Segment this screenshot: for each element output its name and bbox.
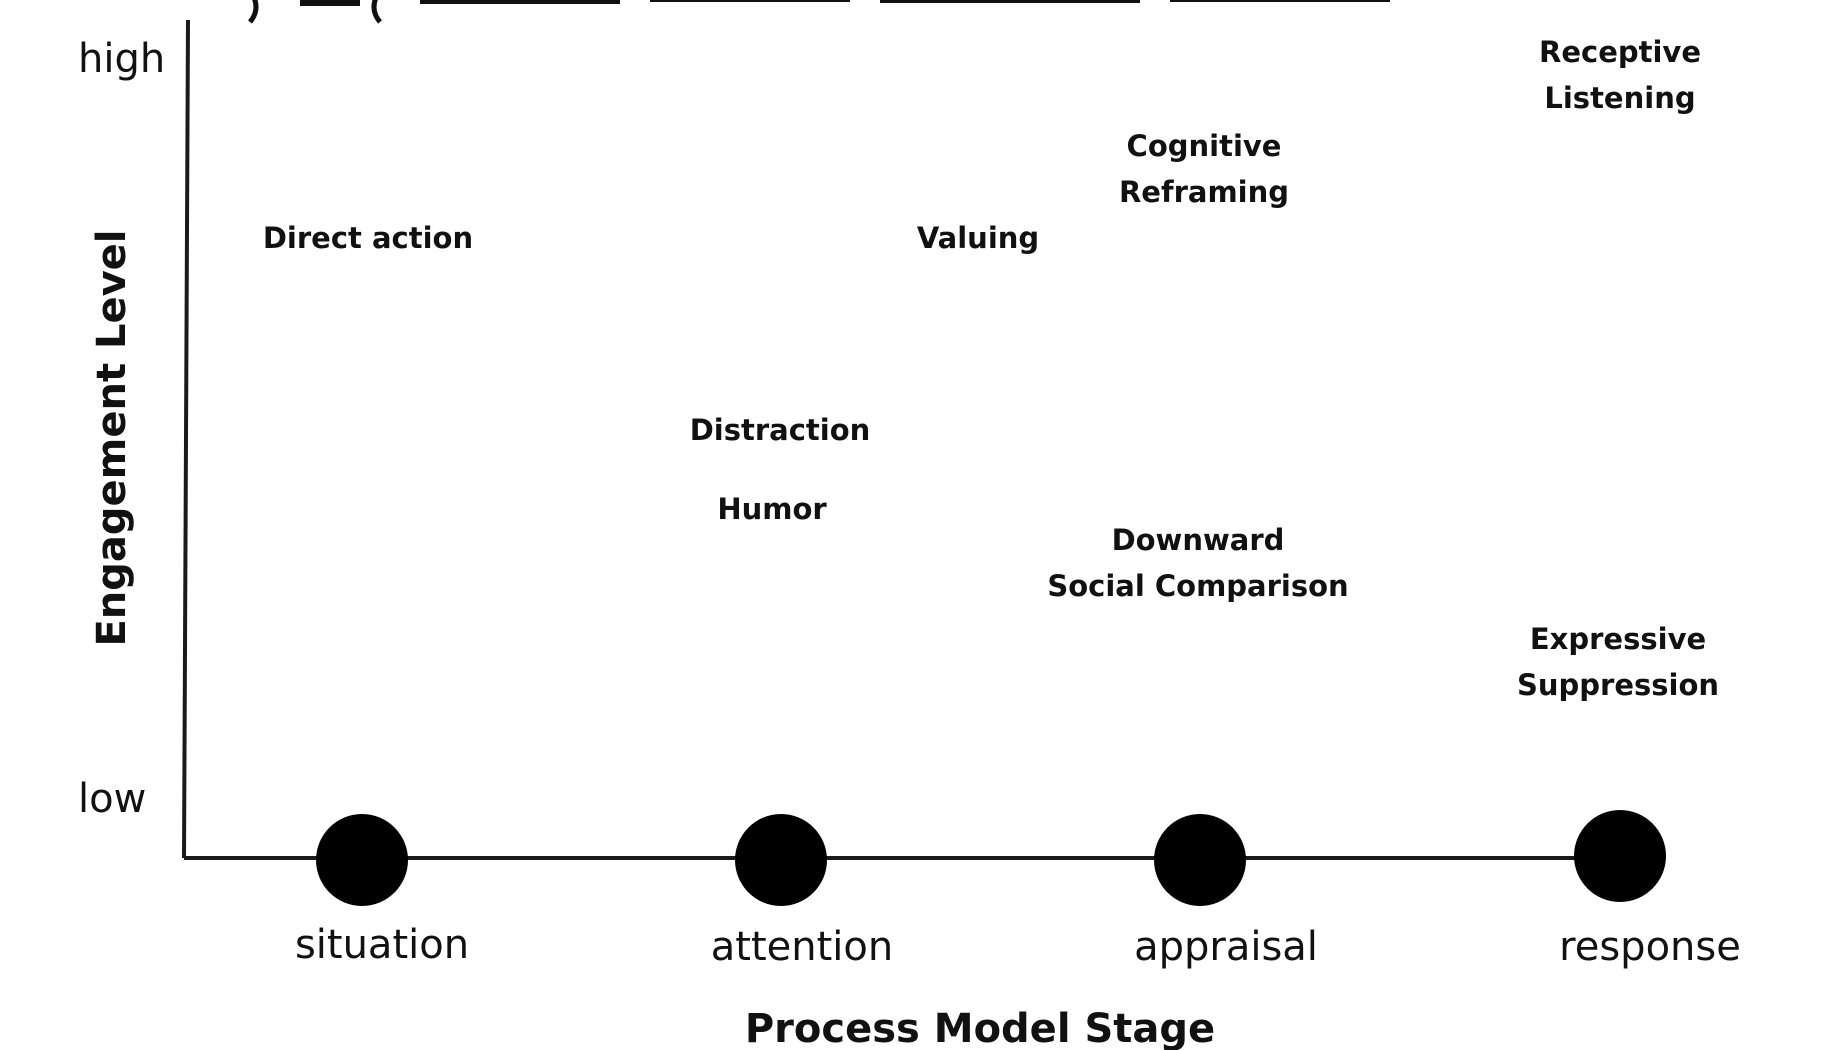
strategy-label-line: Suppression <box>1517 668 1719 702</box>
stage-dot-situation <box>316 814 408 906</box>
process-stages: situation attention appraisal response <box>295 810 1741 970</box>
y-axis-title: Engagement Level <box>89 229 135 646</box>
strategy-label-line: Humor <box>717 492 827 526</box>
strategy-label-line: Expressive <box>1530 622 1706 656</box>
stage-dot-attention <box>735 814 827 906</box>
y-axis-high-label: high <box>78 36 165 82</box>
strategy-label-direct-action: Direct action <box>263 221 473 255</box>
stage-dot-response <box>1574 810 1666 902</box>
strategy-label-line: Direct action <box>263 221 473 255</box>
strategy-label-line: Reframing <box>1119 175 1289 209</box>
stage-label-response: response <box>1559 924 1741 970</box>
strategy-label-valuing: Valuing <box>917 221 1039 255</box>
strategy-label-line: Receptive <box>1539 35 1701 69</box>
strategy-label-line: Valuing <box>917 221 1039 255</box>
cropped-title-fragment <box>248 0 1390 24</box>
strategy-label-line: Listening <box>1544 81 1695 115</box>
strategy-label-line: Social Comparison <box>1047 569 1348 603</box>
strategy-label-distraction: Distraction <box>690 413 871 447</box>
stage-dot-appraisal <box>1154 814 1246 906</box>
stage-label-attention: attention <box>711 924 893 970</box>
x-axis-title: Process Model Stage <box>745 1006 1215 1050</box>
strategy-label-line: Downward <box>1112 523 1285 557</box>
y-axis-line <box>182 19 190 859</box>
y-axis-low-label: low <box>78 776 146 822</box>
strategy-label-line: Distraction <box>690 413 871 447</box>
stage-label-situation: situation <box>295 922 469 968</box>
strategy-label-humor: Humor <box>717 492 827 526</box>
stage-label-appraisal: appraisal <box>1134 924 1318 970</box>
strategy-label-line: Cognitive <box>1127 129 1282 163</box>
